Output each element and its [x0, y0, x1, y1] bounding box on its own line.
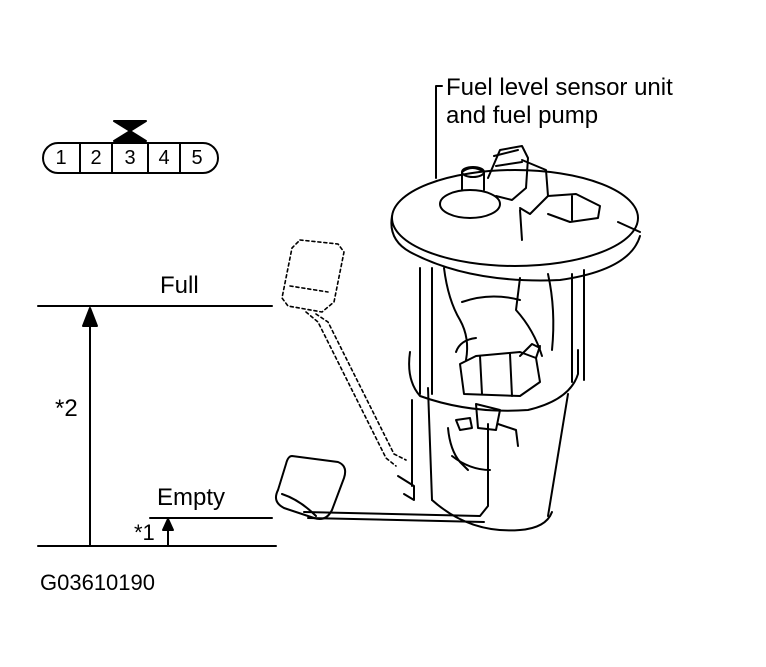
component-title-line1: Fuel level sensor unit [446, 74, 673, 101]
connector-pin-5: 5 [191, 147, 203, 169]
connector-outline [42, 120, 219, 174]
connector-pin-1: 1 [55, 147, 67, 169]
float-full-position [281, 239, 407, 467]
component-title: Fuel level sensor unit and fuel pump [446, 74, 673, 130]
pump-flange [390, 145, 641, 282]
float-empty-position [275, 423, 489, 523]
connector-pin-2: 2 [90, 147, 102, 169]
note-2-label: *2 [55, 395, 78, 422]
connector-pin-4: 4 [158, 147, 170, 169]
figure-code: G03610190 [40, 570, 155, 595]
pin-marker-icon [113, 120, 147, 142]
connector: 1 2 3 4 5 [42, 143, 218, 173]
full-level-label: Full [160, 272, 199, 299]
connector-pin-3: 3 [124, 147, 136, 169]
pump-body [397, 267, 585, 532]
note-1-label: *1 [134, 520, 155, 545]
component-title-line2: and fuel pump [446, 102, 599, 129]
empty-level-label: Empty [157, 484, 226, 511]
title-leader-line [435, 85, 443, 179]
